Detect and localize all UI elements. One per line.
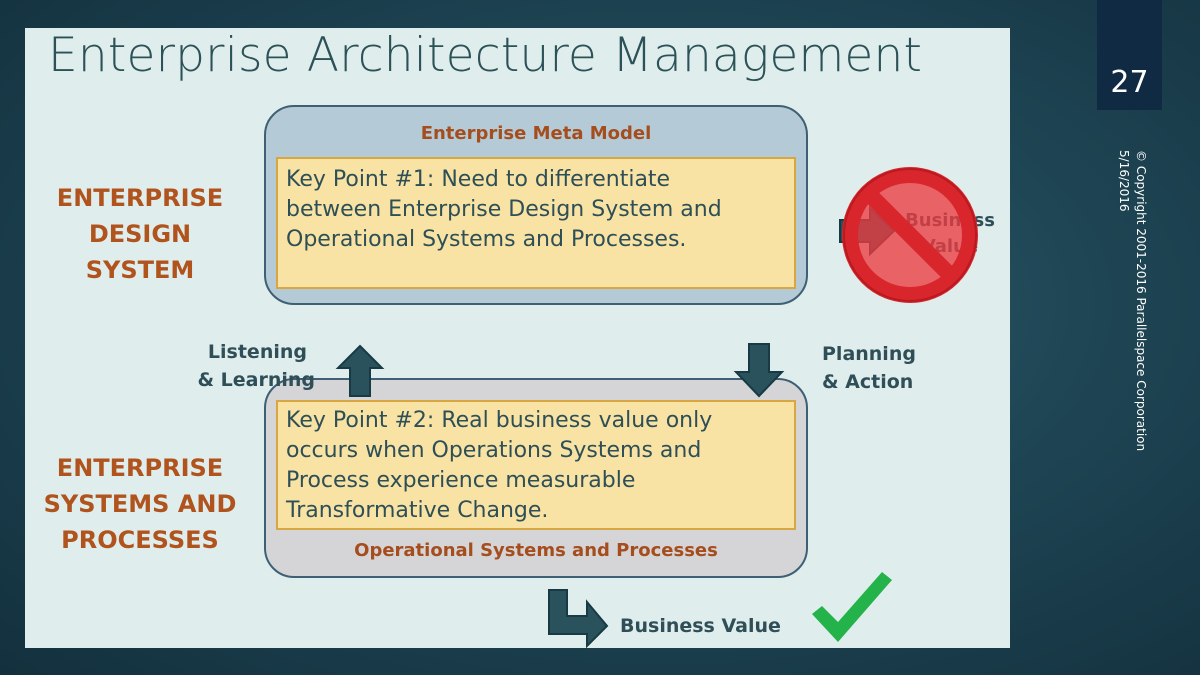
key-point-line: Operational Systems and Processes. [286, 227, 687, 252]
slide-date: 5/16/2016 [1117, 150, 1131, 212]
slide-title: Enterprise Architecture Management [48, 28, 923, 83]
key-point-line: Process experience measurable [286, 468, 636, 493]
business-value-achieved-label: Business Value [620, 615, 781, 637]
flow-line: & Learning [197, 369, 315, 391]
planning-action-label: Planning & Action [822, 340, 916, 396]
enterprise-design-system-label: ENTERPRISE DESIGN SYSTEM [30, 180, 250, 288]
box-caption: Enterprise Meta Model [420, 123, 652, 144]
up-arrow-icon [335, 344, 385, 397]
box-caption: Operational Systems and Processes [354, 540, 718, 561]
flow-line: & Action [822, 371, 914, 393]
copyright-footer: © Copyright 2001-2016 Parallelspace Corp… [1105, 150, 1149, 510]
business-value-flow-arrow-icon [548, 589, 609, 649]
key-point-line: Key Point #2: Real business value only [286, 408, 713, 433]
slide-number-tab: 27 [1097, 0, 1162, 110]
label-line: ENTERPRISE [56, 184, 224, 212]
label-line: ENTERPRISE [56, 454, 224, 482]
operational-systems-box: Key Point #2: Real business value only o… [264, 378, 808, 578]
flow-line: Planning [822, 343, 916, 365]
label-line: PROCESSES [61, 526, 219, 554]
key-point-2: Key Point #2: Real business value only o… [276, 400, 796, 530]
label-line: SYSTEMS AND [43, 490, 237, 518]
key-point-line: Key Point #1: Need to differentiate [286, 167, 671, 192]
slide-number: 27 [1110, 65, 1149, 100]
flow-line: Listening [207, 341, 307, 363]
key-point-line: Transformative Change. [286, 498, 549, 523]
key-point-1: Key Point #1: Need to differentiate betw… [276, 157, 796, 289]
prohibited-icon [842, 167, 978, 303]
label-line: SYSTEM [85, 256, 195, 284]
key-point-line: occurs when Operations Systems and [286, 438, 702, 463]
enterprise-systems-processes-label: ENTERPRISE SYSTEMS AND PROCESSES [30, 450, 250, 558]
copyright-text: © Copyright 2001-2016 Parallelspace Corp… [1134, 150, 1148, 452]
listening-learning-label: Listening & Learning [180, 338, 315, 394]
enterprise-meta-model-box: Enterprise Meta Model Key Point #1: Need… [264, 105, 808, 305]
label-line: DESIGN [88, 220, 192, 248]
key-point-line: between Enterprise Design System and [286, 197, 722, 222]
checkmark-icon [812, 572, 892, 642]
down-arrow-icon [733, 343, 785, 398]
